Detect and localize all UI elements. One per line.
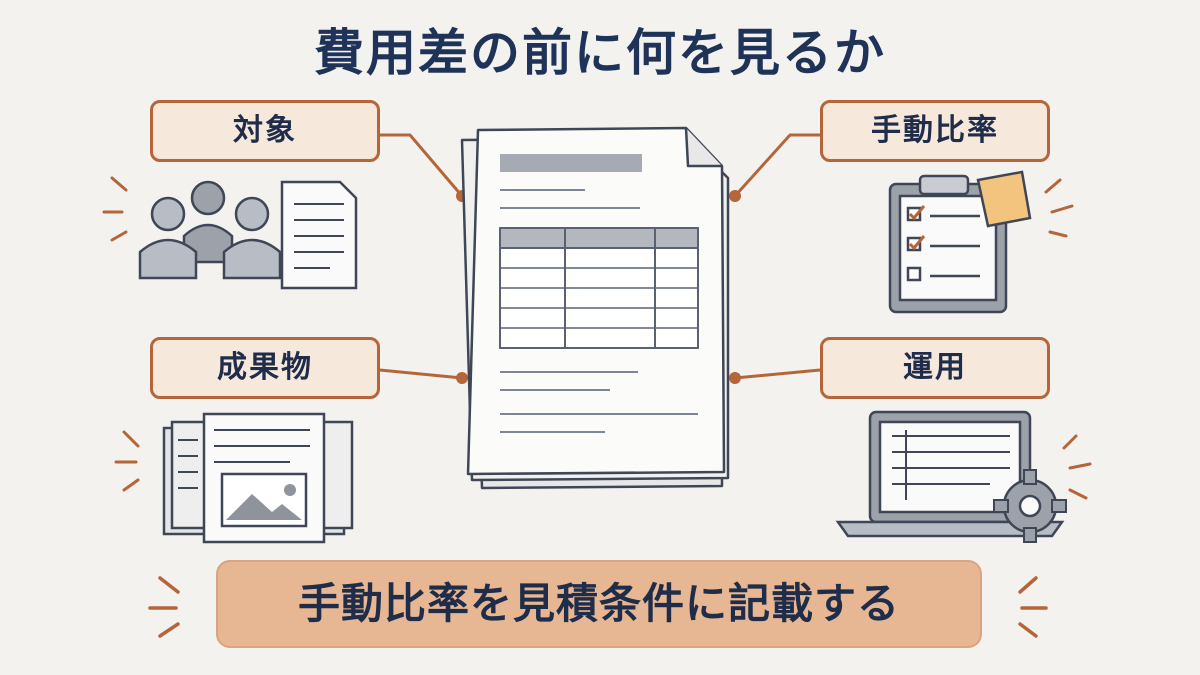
connector-operation (734, 368, 821, 380)
label-operation: 運用 (820, 337, 1050, 399)
label-deliverables: 成果物 (150, 337, 380, 399)
banner-accent-strokes (148, 576, 1048, 638)
document-pages-with-image-icon (162, 412, 354, 544)
accent-strokes-right-top (1044, 178, 1074, 238)
laptop-with-gear-icon (835, 410, 1067, 543)
conclusion-banner: 手動比率を見積条件に記載する (216, 560, 982, 648)
checklist-clipboard-icon (888, 170, 1032, 314)
people-with-document-icon (138, 180, 358, 290)
estimate-document-icon (460, 126, 730, 490)
connector-lines (379, 133, 821, 384)
accent-strokes-left-bottom (114, 430, 140, 492)
accent-strokes-left-top (102, 176, 128, 242)
connector-manual-ratio (733, 133, 820, 198)
connector-deliverables (379, 368, 463, 380)
accent-strokes-right-bottom (1062, 434, 1092, 500)
connector-target (380, 133, 464, 197)
label-manual-ratio: 手動比率 (820, 100, 1050, 162)
label-target: 対象 (150, 100, 380, 162)
page-title: 費用差の前に何を見るか (314, 24, 886, 82)
